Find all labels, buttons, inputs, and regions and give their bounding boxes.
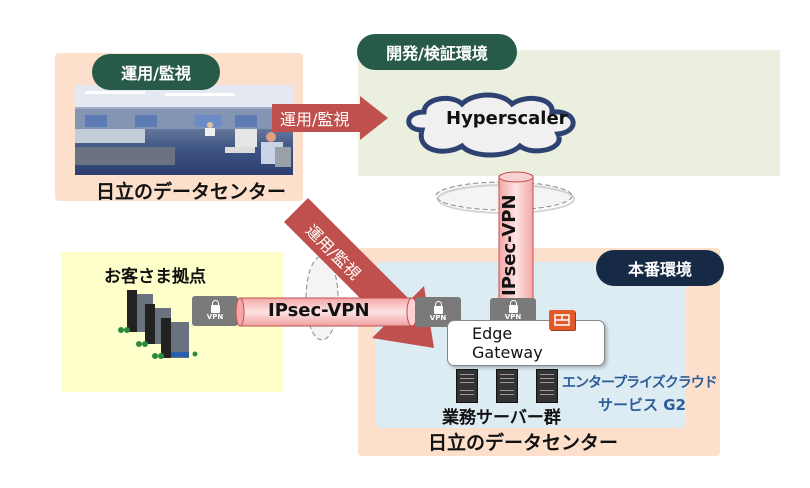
ops-datacenter-caption: 日立のデータセンター: [96, 181, 287, 203]
prod-pill: 本番環境: [596, 250, 724, 286]
vpn-badge-label: VPN: [504, 313, 522, 321]
edge-gateway-box: Edge Gateway: [447, 320, 605, 366]
firewall-icon: [549, 310, 575, 330]
ops-to-dev-arrow-label: 運用/監視: [280, 110, 350, 129]
business-servers-label: 業務サーバー群: [442, 408, 561, 428]
prod-datacenter-caption: 日立のデータセンター: [428, 432, 619, 454]
vpn-badge-label: VPN: [206, 313, 224, 321]
prod-pill-label: 本番環境: [627, 260, 692, 279]
operations-room-photo: [75, 85, 293, 175]
dev-pill: 開発/検証環境: [357, 34, 517, 70]
edge-gateway-label-line2: Gateway: [472, 343, 543, 362]
customer-buildings-icon: [118, 290, 198, 359]
vpn-badge-label: VPN: [429, 314, 447, 322]
hyperscaler-cloud-icon: [406, 92, 576, 158]
customer-vpn-tunnel-label: IPsec-VPN: [268, 300, 370, 321]
lock-icon: [433, 301, 443, 314]
prod-vpn-badge-customer: VPN: [415, 297, 461, 327]
service-name-line1: エンタープライズクラウド: [562, 375, 718, 391]
service-name-line2: サービス G2: [598, 396, 686, 414]
ops-to-dev-arrow: [272, 96, 388, 140]
ops-to-prod-arrow: [284, 198, 434, 348]
server-icon: [536, 369, 558, 403]
hyperscaler-label: Hyperscaler: [446, 108, 568, 129]
ops-pill: 運用/監視: [92, 54, 220, 90]
customer-vpn-badge: VPN: [192, 296, 238, 326]
server-icon: [456, 369, 478, 403]
customer-site-title: お客さま拠点: [104, 267, 206, 287]
customer-vpn-tunnel: [236, 297, 418, 327]
ops-pill-label: 運用/監視: [121, 64, 191, 83]
server-icon: [496, 369, 518, 403]
prod-vpn-badge-dev: VPN: [490, 298, 536, 324]
dev-prod-vpn-tunnel-label: IPsec-VPN: [499, 194, 520, 296]
edge-gateway-label-line1: Edge: [472, 324, 513, 343]
lock-icon: [508, 300, 518, 313]
dev-pill-label: 開発/検証環境: [386, 44, 488, 63]
lock-icon: [210, 300, 220, 313]
